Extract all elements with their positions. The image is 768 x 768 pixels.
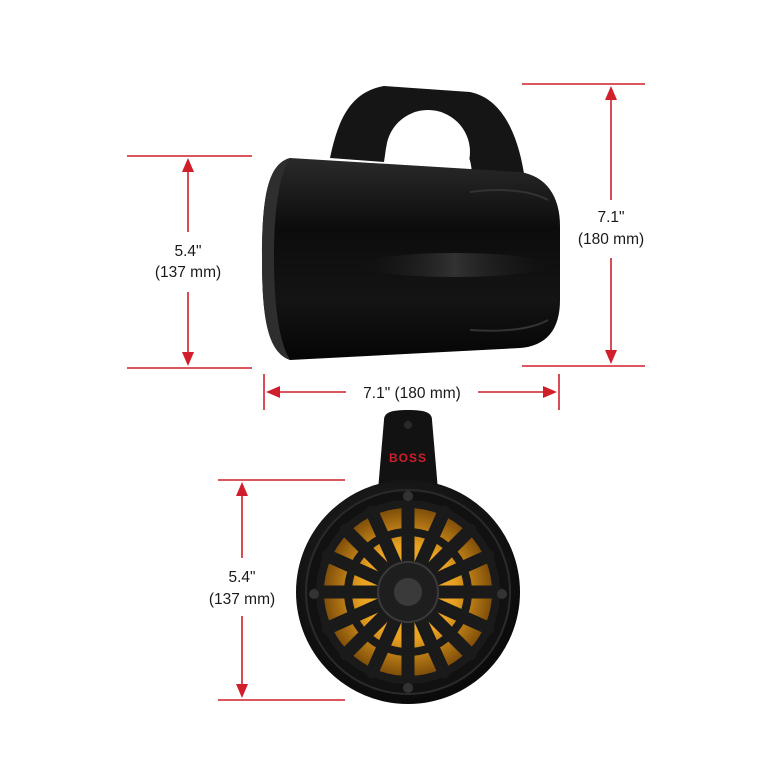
total-height-metric: (180 mm) — [578, 231, 644, 248]
boss-logo: BOSS — [389, 451, 427, 465]
dimension-total-height: 7.1" (180 mm) — [522, 83, 645, 367]
side-speaker-highlight — [360, 253, 550, 277]
front-mount-stem — [378, 410, 438, 490]
depth-arrow-left — [266, 386, 280, 398]
front-speaker-tweeter-dome — [394, 578, 422, 606]
depth-arrow-right — [543, 386, 557, 398]
front-screw-left — [309, 589, 319, 599]
front-diameter-metric: (137 mm) — [209, 591, 275, 608]
depth-label: 7.1" (180 mm) — [363, 385, 461, 402]
front-diameter-value: 5.4" — [228, 569, 255, 586]
mount-clamp-shape — [330, 86, 525, 190]
front-screw-bottom — [403, 683, 413, 693]
side-height-metric: (137 mm) — [155, 264, 221, 281]
front-diameter-arrow-up — [236, 482, 248, 496]
front-speaker-grille-ring — [344, 528, 472, 656]
dimension-side-height: 5.4" (137 mm) — [127, 155, 252, 369]
total-height-value: 7.1" — [597, 209, 624, 226]
front-screw-right — [497, 589, 507, 599]
side-view-speaker — [262, 86, 560, 360]
side-speaker-ridge-bottom — [469, 319, 549, 332]
dimension-depth: 7.1" (180 mm) — [263, 374, 560, 410]
side-speaker-ridge-top — [469, 189, 549, 201]
total-height-arrow-up — [605, 86, 617, 100]
front-screw-top — [403, 491, 413, 501]
front-mount-screw — [404, 421, 412, 429]
dimension-front-diameter: 5.4" (137 mm) — [209, 479, 345, 701]
front-diameter-arrow-down — [236, 684, 248, 698]
total-height-arrow-down — [605, 350, 617, 364]
side-height-value: 5.4" — [174, 243, 201, 260]
side-height-arrow-up — [182, 158, 194, 172]
front-speaker-outer-ring — [316, 500, 500, 684]
front-view-speaker: BOSS — [296, 410, 520, 704]
side-height-arrow-down — [182, 352, 194, 366]
side-speaker-bezel — [262, 158, 290, 360]
